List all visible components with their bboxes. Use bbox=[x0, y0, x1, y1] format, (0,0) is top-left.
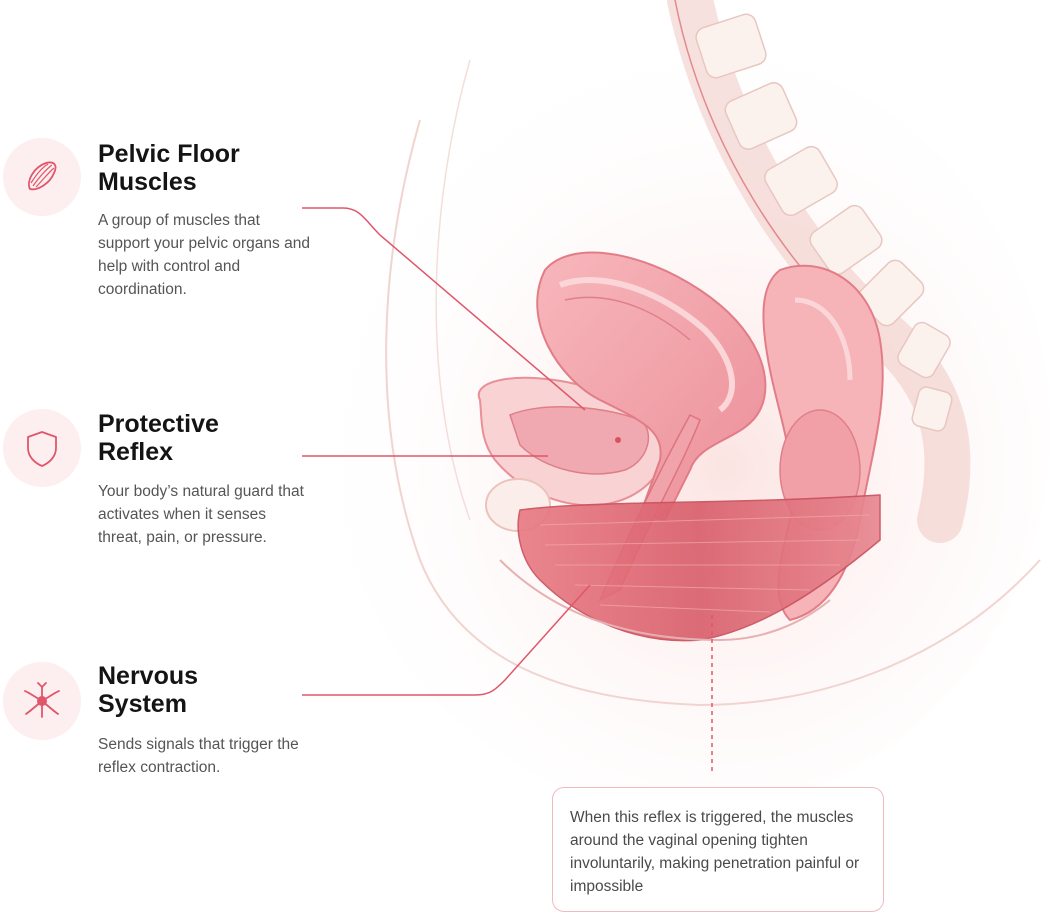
feature-title-line: System bbox=[98, 690, 187, 718]
feature-description-pelvic-floor: A group of muscles that support your pel… bbox=[98, 212, 310, 298]
feature-title-line: Reflex bbox=[98, 438, 174, 466]
leader-line-muscles bbox=[302, 207, 586, 411]
feature-title-protective-reflex: Protective Reflex bbox=[98, 410, 298, 466]
feature-description-protective-reflex: Your body’s natural guard that activates… bbox=[98, 483, 304, 546]
muscle-fiber-icon-badge bbox=[3, 138, 81, 216]
feature-title-nervous-system: Nervous System bbox=[98, 662, 298, 718]
feature-title-pelvic-floor: Pelvic Floor Muscles bbox=[98, 140, 298, 196]
leader-line-nervous bbox=[302, 584, 591, 696]
feature-description-nervous-system: Sends signals that trigger the reflex co… bbox=[98, 736, 299, 776]
callout-text: When this reflex is triggered, the muscl… bbox=[570, 809, 860, 895]
muscle-fiber-icon bbox=[28, 161, 57, 191]
reflex-callout-box: When this reflex is triggered, the muscl… bbox=[552, 787, 884, 912]
feature-title-line: Nervous bbox=[98, 662, 199, 690]
shield-icon bbox=[27, 431, 57, 467]
neuron-icon-badge bbox=[3, 662, 81, 740]
shield-icon-badge bbox=[3, 409, 81, 487]
neuron-icon bbox=[24, 682, 60, 718]
feature-title-line: Pelvic Floor bbox=[98, 140, 240, 168]
feature-title-line: Protective bbox=[98, 410, 219, 438]
feature-title-line: Muscles bbox=[98, 168, 197, 196]
